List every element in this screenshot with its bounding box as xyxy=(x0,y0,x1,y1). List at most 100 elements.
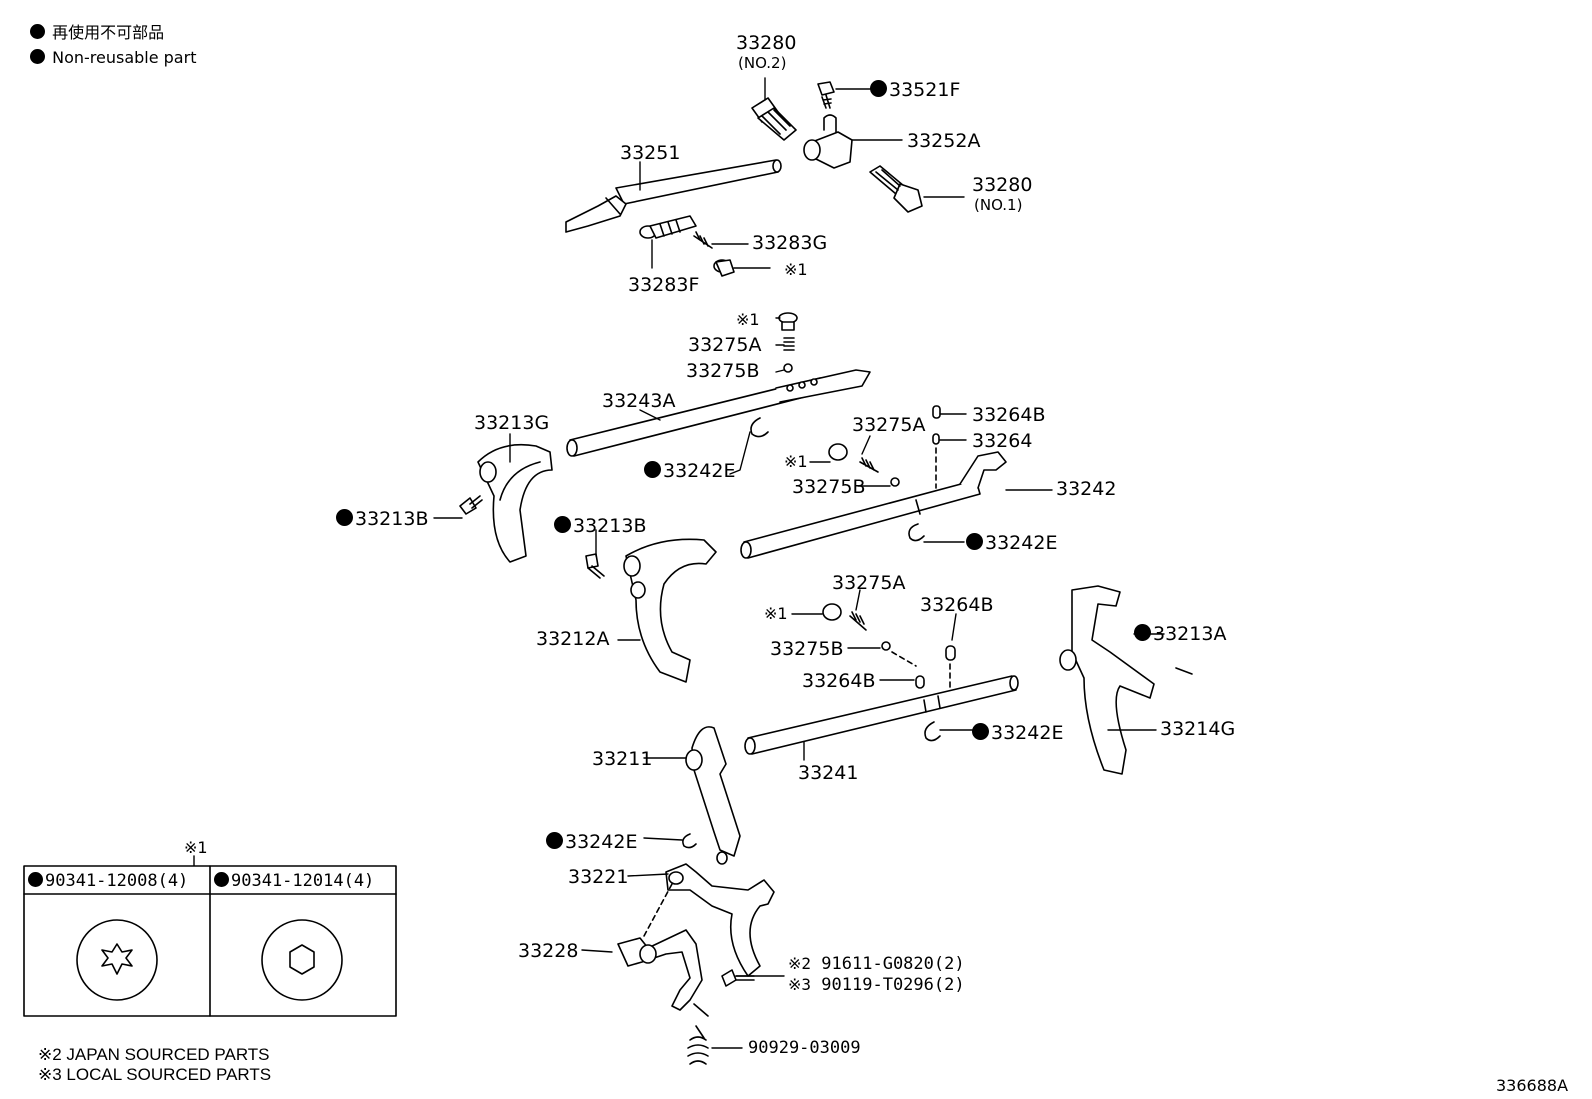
label-33242E-2: 33242E xyxy=(966,533,1057,553)
label-33213A: 33213A xyxy=(1134,624,1226,644)
label-33283F: 33283F xyxy=(628,274,700,296)
spring-33283G-part xyxy=(693,231,713,249)
label-33264B-low2: 33264B xyxy=(802,670,876,692)
clip-33242E-3-part xyxy=(924,721,941,742)
label-mark1-c: ※1 xyxy=(784,452,808,471)
label-33275A-mid: 33275A xyxy=(852,414,926,436)
label-90119: ※3 90119-T0296(2) xyxy=(788,977,965,994)
hex-head-icon xyxy=(262,920,342,1000)
non-reusable-icon xyxy=(1134,624,1151,641)
label-33242: 33242 xyxy=(1056,478,1117,500)
label-33242E-3: 33242E xyxy=(972,723,1063,743)
label-33242E-4: 33242E xyxy=(546,832,637,852)
label-33212A: 33212A xyxy=(536,628,610,650)
shaft-33251-part xyxy=(565,159,782,233)
label-33251: 33251 xyxy=(620,142,681,164)
label-33243A: 33243A xyxy=(602,390,676,412)
shift-head-33252A-part xyxy=(803,114,853,169)
non-reusable-icon xyxy=(870,80,887,97)
non-reusable-icon xyxy=(214,872,229,887)
label-33264B-low: 33264B xyxy=(920,594,994,616)
mark2: ※2 xyxy=(788,954,812,973)
legend-jp: 再使用不可部品 xyxy=(30,24,164,41)
mark3: ※3 xyxy=(788,975,812,994)
bullet-icon xyxy=(30,24,45,39)
sensor-no2-part xyxy=(751,97,797,141)
legend-en: Non-reusable part xyxy=(30,49,196,66)
note-local-sourced: ※3 LOCAL SOURCED PARTS xyxy=(38,1065,272,1084)
label-33213B-1: 33213B xyxy=(336,509,428,529)
non-reusable-icon xyxy=(28,872,43,887)
torx-head-icon xyxy=(77,920,157,1000)
label-33264: 33264 xyxy=(972,430,1033,452)
label-90119-text: 90119-T0296(2) xyxy=(821,975,965,995)
label-33521F: 33521F xyxy=(870,80,960,100)
clip-33242E-4-part xyxy=(682,833,697,849)
label-33275B-top: 33275B xyxy=(686,360,760,382)
label-33280-no2: 33280 xyxy=(736,32,797,54)
legend-en-text: Non-reusable part xyxy=(52,48,197,67)
legend-jp-text: 再使用不可部品 xyxy=(52,23,165,42)
label-33241: 33241 xyxy=(798,762,859,784)
label-33213G: 33213G xyxy=(474,412,550,434)
label-33275A-low: 33275A xyxy=(832,572,906,594)
label-33280-no1-sub: (NO.1) xyxy=(974,196,1023,214)
clip-33242E-2-part xyxy=(908,523,925,542)
label-33275A-top: 33275A xyxy=(688,334,762,356)
label-33211: 33211 xyxy=(592,748,653,770)
fork-33212A-part xyxy=(623,538,717,683)
inset-right-part: 90341-12014(4) xyxy=(214,872,374,890)
non-reusable-icon xyxy=(546,832,563,849)
non-reusable-icon xyxy=(966,533,983,550)
label-33280-no1: 33280 xyxy=(972,174,1033,196)
fork-33213G-part xyxy=(477,443,553,563)
fork-33214G-part xyxy=(1059,585,1193,775)
label-33283G: 33283G xyxy=(752,232,828,254)
bracket-33221-part xyxy=(643,863,775,977)
label-mark1-a: ※1 xyxy=(784,260,808,279)
shaft-33241-part xyxy=(744,675,1019,755)
label-33275B-mid: 33275B xyxy=(792,476,866,498)
label-91611-text: 91611-G0820(2) xyxy=(821,954,965,974)
label-33280-no2-sub: (NO.2) xyxy=(738,54,787,72)
label-33228: 33228 xyxy=(518,940,579,962)
clip-33242E-1-part xyxy=(750,417,769,438)
label-33275B-low: 33275B xyxy=(770,638,844,660)
label-33252A: 33252A xyxy=(907,130,981,152)
sensor-no1-part xyxy=(869,165,923,213)
label-33213B-2: 33213B xyxy=(554,516,646,536)
non-reusable-icon xyxy=(972,723,989,740)
bolt-33213B-left-part xyxy=(459,495,483,515)
lever-33211-part xyxy=(685,726,741,865)
diagram-code: 336688A xyxy=(1496,1076,1569,1095)
bolt-33521F-part xyxy=(817,81,835,109)
pin-33264B-low-part xyxy=(915,645,956,701)
pin-33283F-part xyxy=(639,215,697,239)
inset-table xyxy=(23,865,397,1017)
lever-33228-part xyxy=(617,929,709,1017)
label-mark1-b: ※1 xyxy=(736,310,760,329)
bolt-33213B-right-part xyxy=(585,553,605,579)
label-33214G: 33214G xyxy=(1160,718,1236,740)
shaft-33243A-part xyxy=(566,369,871,457)
bullet-icon xyxy=(30,49,45,64)
inset-marker: ※1 xyxy=(184,838,208,857)
label-33242E-1: 33242E xyxy=(644,461,735,481)
plug-top-part xyxy=(713,259,735,277)
leader-lines xyxy=(193,77,1165,1049)
inset-left-part: 90341-12008(4) xyxy=(28,872,188,890)
label-91611: ※2 91611-G0820(2) xyxy=(788,956,965,973)
spring-90929-part xyxy=(687,1025,709,1065)
label-33264B-top: 33264B xyxy=(972,404,1046,426)
plug-33275-low-part xyxy=(822,603,917,667)
non-reusable-icon xyxy=(336,509,353,526)
label-90929: 90929-03009 xyxy=(748,1038,861,1058)
label-33221: 33221 xyxy=(568,866,629,888)
non-reusable-icon xyxy=(554,516,571,533)
label-mark1-d: ※1 xyxy=(764,604,788,623)
plug-33275-top-part xyxy=(778,312,798,373)
non-reusable-icon xyxy=(644,461,661,478)
plug-33275-mid-part xyxy=(828,443,900,487)
